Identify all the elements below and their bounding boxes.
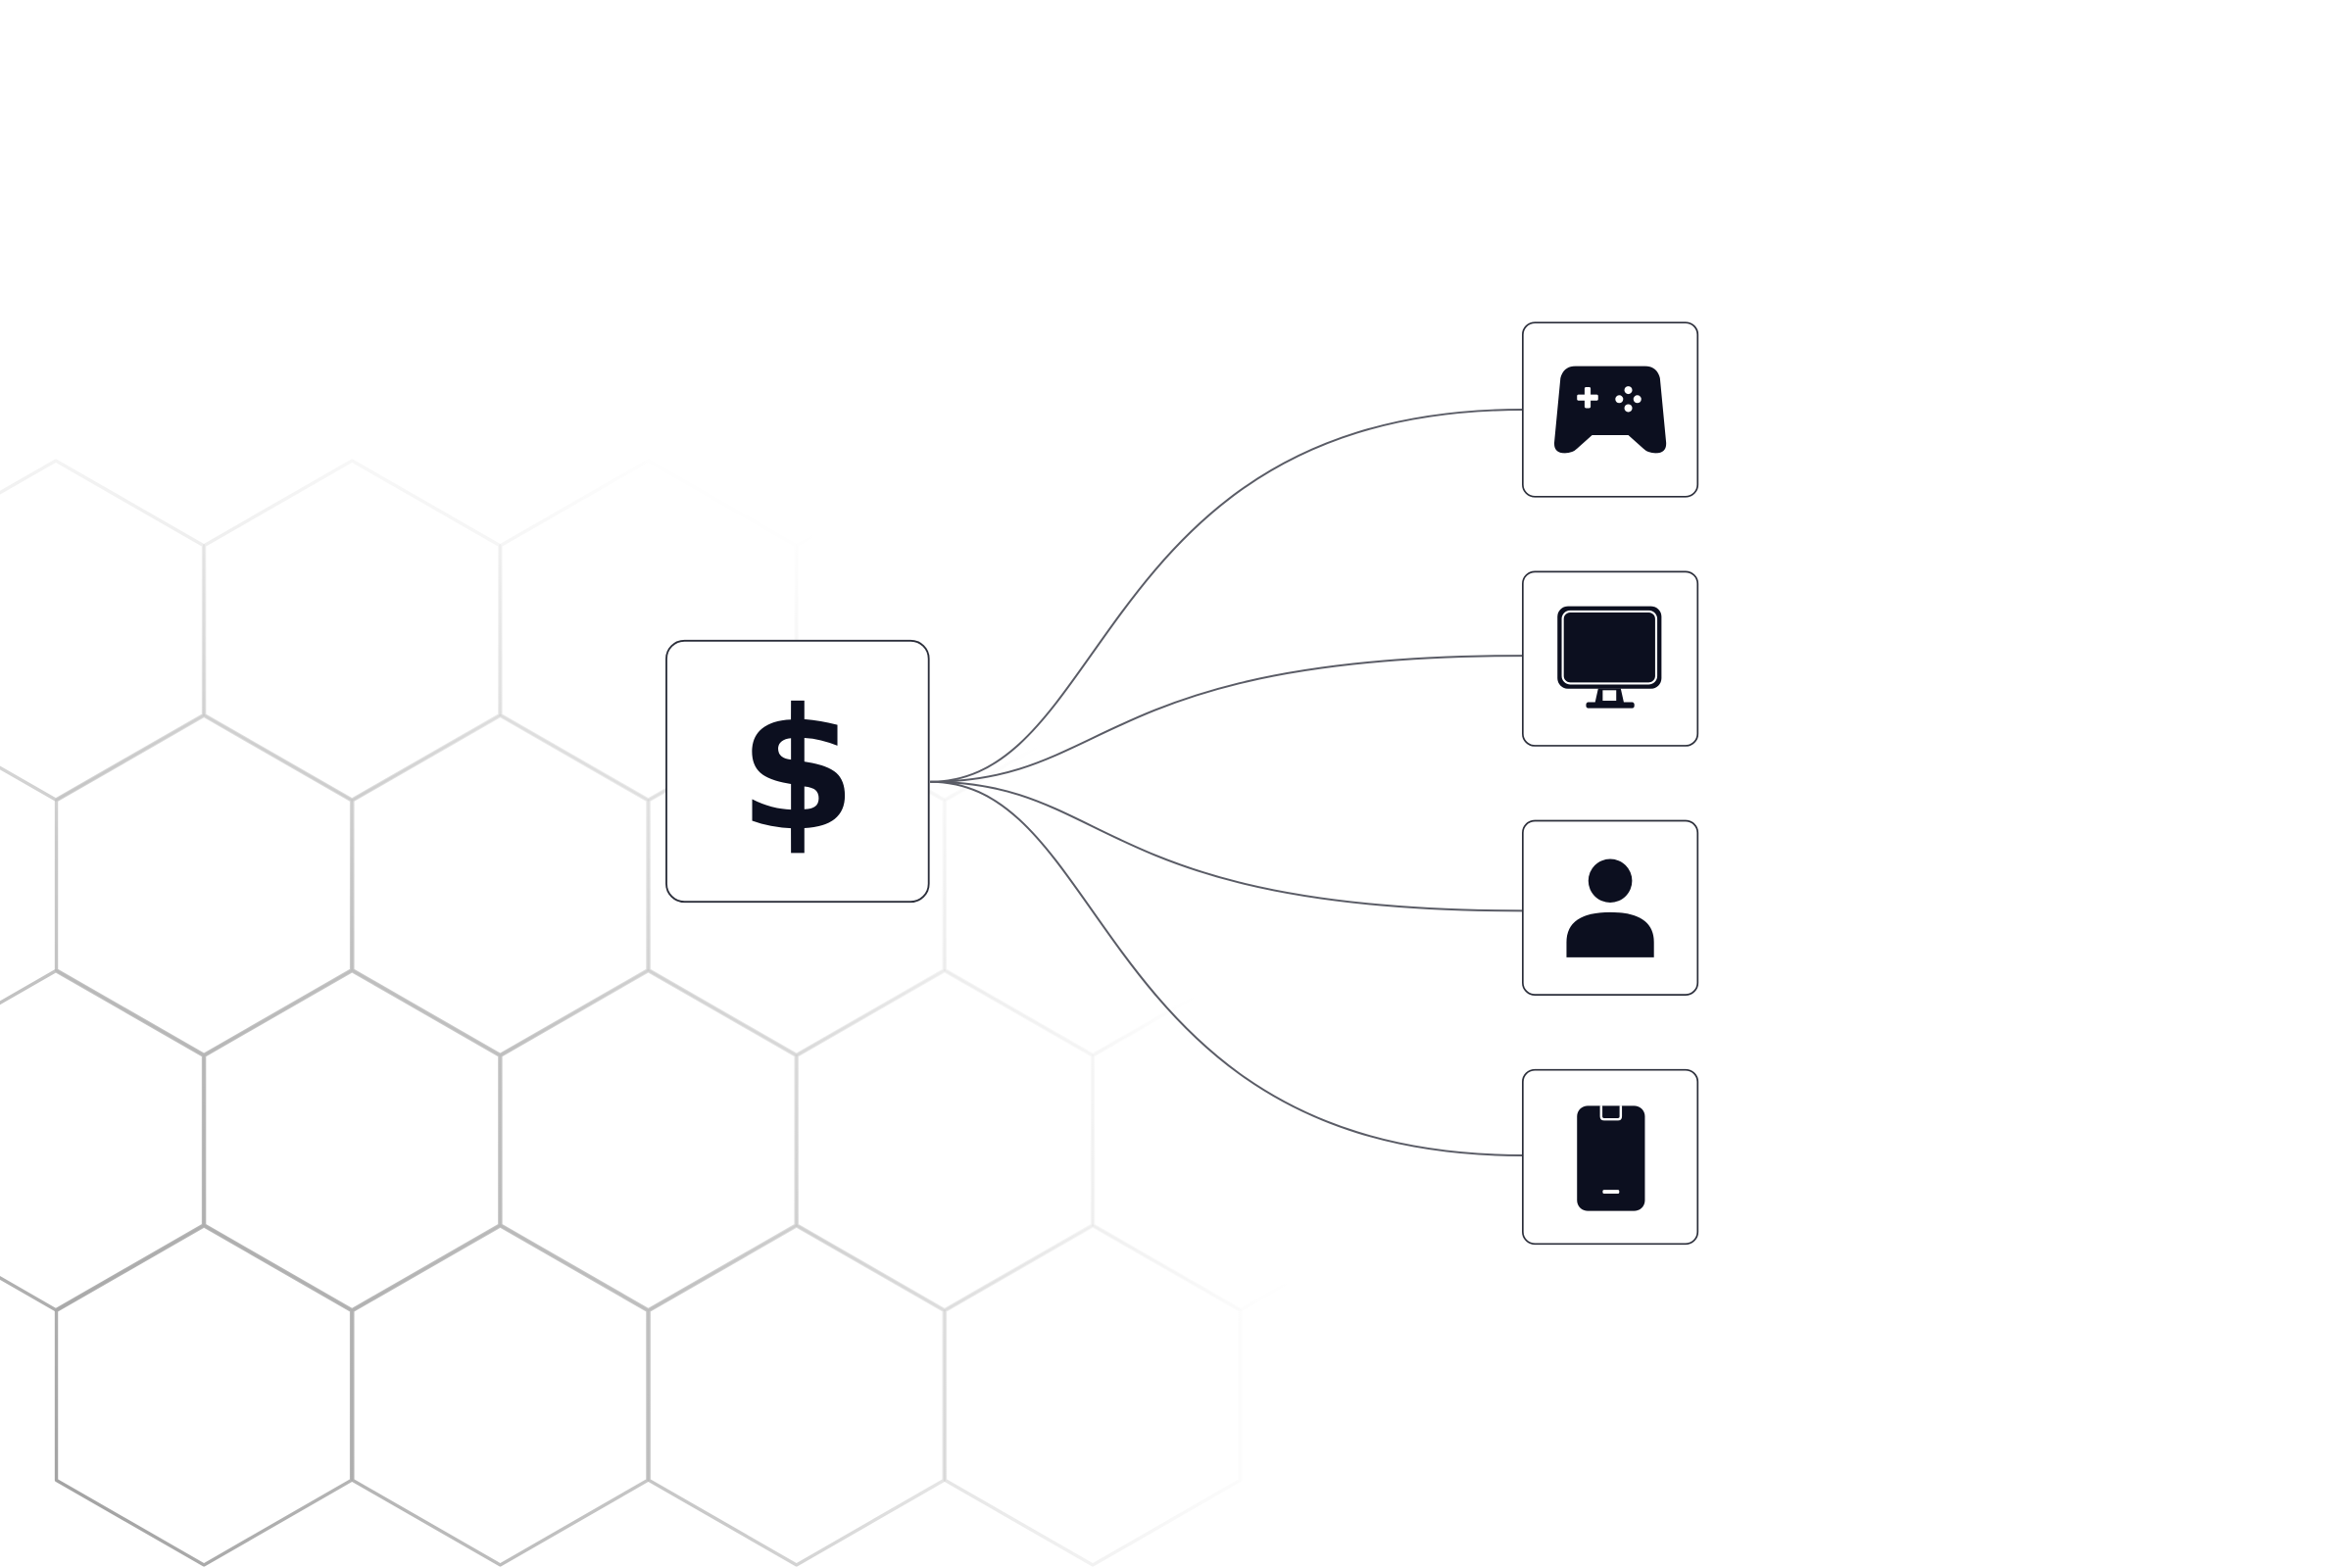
connector-line xyxy=(930,408,1523,783)
hexagon-cell xyxy=(0,459,206,802)
hexagon-cell xyxy=(499,968,798,1312)
gamepad-icon xyxy=(1553,366,1667,454)
hexagon-cell xyxy=(1091,968,1391,1312)
hexagon-cell xyxy=(351,713,650,1057)
connector-lines xyxy=(930,408,1523,1156)
hexagon-cell xyxy=(202,968,502,1312)
target-node-smartphone[interactable] xyxy=(1522,1068,1699,1246)
user-icon xyxy=(1566,858,1654,957)
source-node-box xyxy=(665,639,930,904)
hexagon-cell xyxy=(0,968,206,1312)
dollar-sign-icon: $ xyxy=(739,672,857,869)
smartphone-icon xyxy=(1577,1105,1645,1211)
connector-line xyxy=(930,780,1523,1156)
monitor-icon xyxy=(1557,606,1662,709)
target-node-gamepad[interactable] xyxy=(1522,321,1699,498)
hexagon-cell xyxy=(795,968,1095,1312)
target-node-user[interactable] xyxy=(1522,819,1699,996)
hexagon-background-pattern xyxy=(0,459,1391,1567)
target-node-box xyxy=(1522,819,1699,996)
hexagon-cell xyxy=(54,1224,354,1567)
target-node-monitor[interactable] xyxy=(1522,570,1699,747)
connector-line xyxy=(930,780,1523,912)
hexagon-cell xyxy=(1091,459,1391,802)
connector-line xyxy=(930,655,1523,783)
hexagon-cell xyxy=(351,1224,650,1567)
source-node[interactable]: $ xyxy=(665,639,930,904)
hexagon-cell xyxy=(943,1224,1243,1567)
hexagon-cell xyxy=(202,459,502,802)
hexagon-cell xyxy=(54,713,354,1057)
hexagon-cell xyxy=(647,1224,946,1567)
